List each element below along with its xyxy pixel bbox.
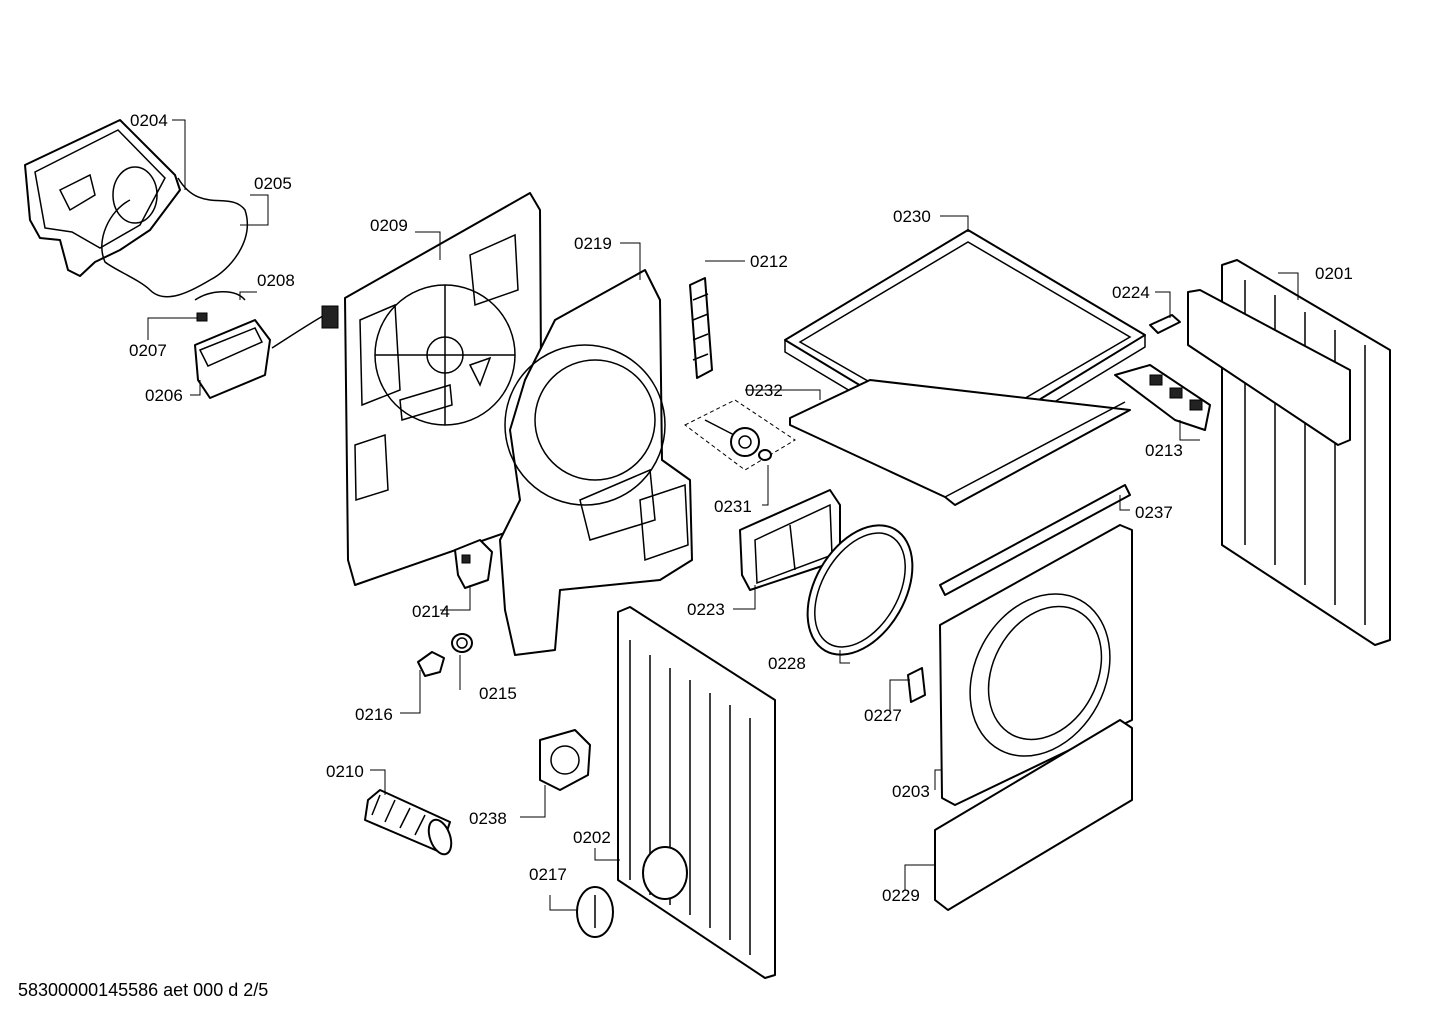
part-0231-support-wheel (684, 399, 796, 471)
label-0204: 0204 (130, 111, 168, 130)
label-0201: 0201 (1315, 264, 1353, 283)
drawing-id: 58300000145586 aet 000 d 2/5 (18, 980, 269, 1000)
part-0228-door-seal (806, 524, 914, 656)
part-labels: 0204 0205 0208 0207 0206 0209 0219 0212 … (129, 111, 1353, 905)
label-0237: 0237 (1135, 503, 1173, 522)
part-0208-sensor-cable (194, 291, 246, 301)
label-0223: 0223 (687, 600, 725, 619)
part-0210-hose (364, 789, 453, 856)
part-0215-knob (451, 633, 473, 653)
label-0207: 0207 (129, 341, 167, 360)
label-0214: 0214 (412, 602, 450, 621)
part-0227-door-catch (907, 667, 926, 703)
part-0217-cap (576, 886, 614, 938)
part-0203-front-panel (939, 524, 1133, 806)
part-0205-wire (101, 177, 248, 298)
leader-lines (147, 119, 1299, 911)
label-0206: 0206 (145, 386, 183, 405)
label-0210: 0210 (326, 762, 364, 781)
label-0228: 0228 (768, 654, 806, 673)
label-0216: 0216 (355, 705, 393, 724)
part-0201-side-panel (1187, 259, 1391, 646)
label-0219: 0219 (574, 234, 612, 253)
part-0209-rear-panel (344, 192, 543, 586)
part-0202-side-panel (617, 606, 776, 979)
label-0230: 0230 (893, 207, 931, 226)
label-0217: 0217 (529, 865, 567, 884)
label-0212: 0212 (750, 252, 788, 271)
part-0232-top-plate (789, 379, 1131, 506)
label-0238: 0238 (469, 809, 507, 828)
part-0229-plinth (934, 719, 1133, 911)
label-0227: 0227 (864, 706, 902, 725)
part-0214-door-switch (454, 539, 493, 589)
part-0206-heater-module (194, 305, 339, 399)
part-0213-control-bracket (1114, 364, 1211, 431)
label-0208: 0208 (257, 271, 295, 290)
label-0215: 0215 (479, 684, 517, 703)
label-0202: 0202 (573, 828, 611, 847)
label-0203: 0203 (892, 782, 930, 801)
part-0216-bolt (417, 651, 445, 677)
part-0219-bearing-frame (499, 269, 693, 656)
label-0231: 0231 (714, 497, 752, 516)
part-0212-hinge-strip (689, 277, 713, 379)
label-0205: 0205 (254, 174, 292, 193)
label-0232: 0232 (745, 381, 783, 400)
label-0229: 0229 (882, 886, 920, 905)
part-0237-front-rail (939, 484, 1131, 596)
label-0224: 0224 (1112, 283, 1150, 302)
part-0204-rear-duct (24, 119, 181, 277)
part-0224-clip (1149, 314, 1181, 334)
label-0209: 0209 (370, 216, 408, 235)
part-0238-fan-housing (539, 729, 591, 791)
label-0213: 0213 (1145, 441, 1183, 460)
